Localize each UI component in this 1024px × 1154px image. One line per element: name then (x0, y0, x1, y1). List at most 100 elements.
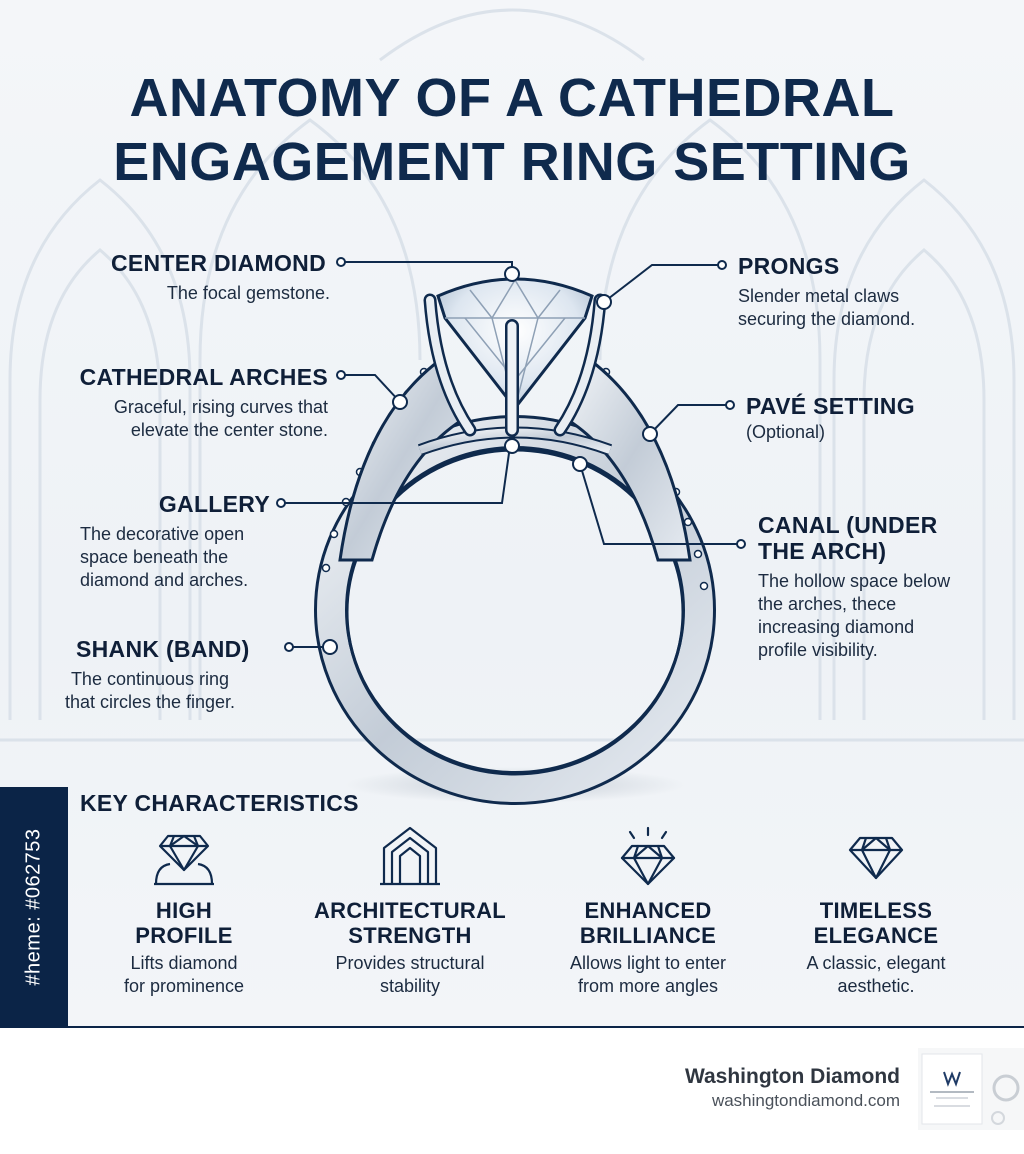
leader-dot (504, 266, 520, 282)
pave-stone (321, 563, 331, 573)
label-gallery-desc: The decorative open space beneath the di… (80, 523, 270, 592)
leader-dot (336, 257, 346, 267)
feature-desc: Lifts diamond for prominence (74, 952, 294, 998)
feature-enhanced-brilliance: ENHANCED BRILLIANCE Allows light to ente… (538, 826, 758, 998)
title-line: THE ARCH) (758, 538, 887, 564)
label-center-diamond-title: CENTER DIAMOND (110, 250, 326, 276)
desc-line: aesthetic. (837, 976, 915, 996)
label-prongs-title: PRONGS (738, 253, 840, 279)
side-tab: #heme: #062753 (0, 787, 68, 1026)
feature-desc: A classic, elegant aesthetic. (766, 952, 986, 998)
title-line: ENHANCED (584, 898, 712, 923)
leader-dot (322, 639, 338, 655)
brand-name: Washington Diamond (684, 1065, 900, 1088)
page-title: ANATOMY OF A CATHEDRAL ENGAGEMENT RING S… (0, 66, 1024, 194)
brand-logo-icon (918, 1048, 1024, 1130)
title-line: HIGH (155, 898, 213, 923)
bg-arch (832, 178, 1016, 720)
label-pave-desc: (Optional) (746, 421, 1006, 444)
label-canal-desc: The hollow space below the arches, thece… (758, 570, 1008, 662)
label-canal-title: CANAL (UNDER THE ARCH) (758, 512, 1008, 564)
pave-stone (693, 549, 703, 559)
title-line: BRILLIANCE (579, 923, 717, 948)
desc-line: A classic, elegant (806, 953, 946, 973)
prong-left-metal (426, 296, 474, 434)
desc-line: The hollow space below (758, 571, 951, 591)
desc-line: (Optional) (746, 422, 826, 442)
leader-center-diamond (341, 261, 513, 272)
side-tab-text: #heme: #062753 (22, 828, 45, 986)
desc-line: Allows light to enter (569, 953, 727, 973)
brand-url: washingtondiamond.com (711, 1091, 900, 1110)
title-line: CANAL (UNDER (758, 512, 938, 538)
leader-dot (284, 642, 294, 652)
desc-line: Lifts diamond (130, 953, 238, 973)
ring-illustration (276, 257, 746, 805)
desc-line: profile visibility. (758, 640, 878, 660)
desc-line: that circles the finger. (64, 692, 236, 712)
leader-dot (725, 400, 735, 410)
key-characteristics-title: KEY CHARACTERISTICS (80, 790, 359, 816)
title-line: ARCHITECTURAL (313, 898, 507, 923)
feature-title: ARCHITECTURAL STRENGTH (300, 898, 520, 948)
feature-architectural-strength: ARCHITECTURAL STRENGTH Provides structur… (300, 826, 520, 998)
sparkling-diamond-icon (620, 826, 676, 886)
feature-timeless-elegance: TIMELESS ELEGANCE A classic, elegant aes… (766, 826, 986, 998)
leader-dot (596, 294, 612, 310)
label-center-diamond: CENTER DIAMOND The focal gemstone. (26, 250, 330, 305)
desc-line: increasing diamond (758, 617, 915, 637)
prong-right-metal (556, 296, 604, 434)
label-pave: PAVÉ SETTING (Optional) (746, 393, 1006, 444)
label-prongs: PRONGS Slender metal claws securing the … (738, 253, 998, 331)
diamond-icon (848, 836, 904, 880)
label-shank: SHANK (BAND) The continuous ring that ci… (20, 636, 280, 714)
desc-line: elevate the center stone. (130, 420, 328, 440)
pave-stone (699, 581, 709, 591)
infographic: ANATOMY OF A CATHEDRAL ENGAGEMENT RING S… (0, 0, 1024, 1028)
footer-brand: Washington Diamond washingtondiamond.com (685, 1064, 900, 1112)
label-gallery: GALLERY The decorative open space beneat… (30, 491, 270, 592)
feature-desc: Allows light to enter from more angles (538, 952, 758, 998)
feature-title: HIGH PROFILE (74, 898, 294, 948)
bg-arch (862, 248, 986, 720)
leader-canal (579, 463, 741, 545)
leader-dot (717, 260, 727, 270)
leader-pave (649, 404, 730, 435)
leader-dot (504, 438, 520, 454)
feature-title: TIMELESS ELEGANCE (766, 898, 986, 948)
leader-dot (336, 370, 346, 380)
desc-line: securing the diamond. (738, 309, 916, 329)
desc-line: diamond and arches. (80, 570, 249, 590)
bg-arch (38, 248, 162, 720)
title-line: ELEGANCE (813, 923, 939, 948)
leader-prongs (603, 264, 722, 303)
leader-dot (642, 426, 658, 442)
desc-line: The focal gemstone. (166, 283, 330, 303)
desc-line: Provides structural (335, 953, 485, 973)
desc-line: Slender metal claws (738, 286, 900, 306)
leader-gallery (281, 445, 511, 504)
feature-title: ENHANCED BRILLIANCE (538, 898, 758, 948)
label-pave-title: PAVÉ SETTING (746, 393, 915, 419)
bg-arch (379, 8, 645, 62)
cathedral-arch-icon (380, 826, 440, 886)
bg-arch (598, 118, 822, 720)
label-gallery-title: GALLERY (158, 491, 270, 517)
leader-dot (392, 394, 408, 410)
desc-line: space beneath the (80, 547, 229, 567)
label-shank-title: SHANK (BAND) (76, 636, 250, 662)
desc-line: The decorative open (80, 524, 245, 544)
label-canal: CANAL (UNDER THE ARCH) The hollow space … (758, 512, 1008, 662)
desc-line: Graceful, rising curves that (113, 397, 328, 417)
pave-stone (329, 529, 339, 539)
desc-line: for prominence (123, 976, 245, 996)
leader-dot (276, 498, 286, 508)
feature-desc: Provides structural stability (300, 952, 520, 998)
label-prongs-desc: Slender metal claws securing the diamond… (738, 285, 998, 331)
desc-line: The continuous ring (70, 669, 230, 689)
title-line: STRENGTH (348, 923, 472, 948)
label-cathedral-arches-desc: Graceful, rising curves that elevate the… (28, 396, 328, 442)
bg-arch (8, 178, 192, 720)
bg-arch (198, 118, 422, 720)
label-cathedral-arches-title: CATHEDRAL ARCHES (79, 364, 328, 390)
